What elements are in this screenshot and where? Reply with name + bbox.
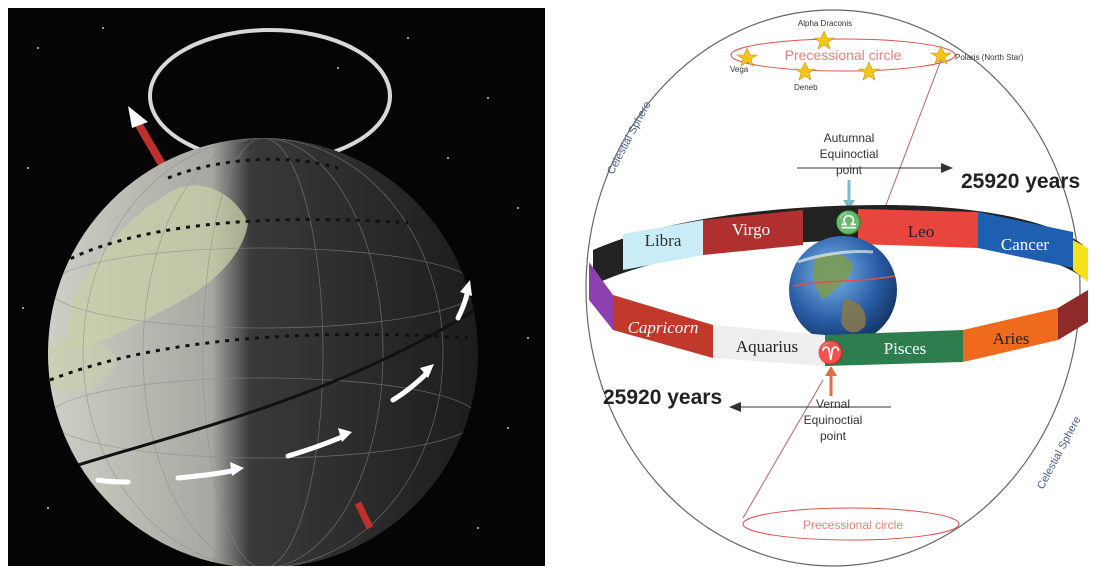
autumnal-label-line2: Equinoctial xyxy=(820,147,879,161)
autumnal-label-line1: Autumnal xyxy=(824,131,875,145)
zodiac-label-pisces: Pisces xyxy=(884,339,927,358)
celestial-sphere-outline xyxy=(585,9,1081,567)
precessional-circle-bottom xyxy=(742,507,960,541)
zodiac-ring-back: Libra Virgo Leo Cancer ♎ xyxy=(593,205,1088,285)
star-vega-icon xyxy=(736,47,758,67)
star-extra-icon xyxy=(858,61,880,81)
rotation-arrows xyxy=(95,287,471,485)
zodiac-ring-front: Capricorn Aquarius Pisces Aries ♈ xyxy=(589,262,1088,366)
vernal-label-line2: Equinoctial xyxy=(804,413,863,427)
earth-precession-illustration xyxy=(8,8,545,566)
years-arrow-left-icon xyxy=(729,402,741,412)
axis-line-lower xyxy=(742,379,824,519)
vernal-label-line3: point xyxy=(820,429,847,443)
precessional-circle-top-label: Precessional circle xyxy=(785,47,902,63)
zodiac-label-cancer: Cancer xyxy=(1001,235,1049,254)
celestial-sphere-diagram: Celestial Sphere Celestial Sphere Preces… xyxy=(553,0,1095,569)
zodiac-segment-capricorn xyxy=(613,295,713,358)
zodiac-label-capricorn: Capricorn xyxy=(628,318,699,337)
celestial-sphere-label-left: Celestial Sphere xyxy=(605,100,653,177)
precessional-circle-top xyxy=(730,38,956,72)
zodiac-label-virgo: Virgo xyxy=(732,220,770,239)
star-label-vega: Vega xyxy=(730,65,749,74)
earth-axis-bottom xyxy=(354,501,374,530)
zodiac-segment-aries xyxy=(963,308,1058,362)
earth-globe xyxy=(48,138,478,566)
star-label-polaris: Polaris (North Star) xyxy=(955,53,1024,62)
years-label-right: 25920 years xyxy=(961,170,1080,193)
zodiac-label-aries: Aries xyxy=(993,329,1030,348)
axis-arrow-icon xyxy=(128,106,148,128)
star-alpha-draconis-icon xyxy=(813,30,835,50)
years-label-left: 25920 years xyxy=(603,386,722,409)
aries-symbol-icon: ♈ xyxy=(817,340,844,365)
zodiac-label-libra: Libra xyxy=(645,231,682,250)
star-deneb-icon xyxy=(794,61,816,81)
zodiac-segment-cancer xyxy=(978,212,1073,268)
years-arrow-right-icon xyxy=(941,163,953,173)
axis-line-upper xyxy=(877,59,942,227)
star-label-alpha-draconis: Alpha Draconis xyxy=(798,19,852,28)
star-label-deneb: Deneb xyxy=(794,83,818,92)
zodiac-segment-libra xyxy=(623,220,703,270)
zodiac-segment-aquarius xyxy=(713,325,825,366)
celestial-sphere-label-right: Celestial Sphere xyxy=(1035,415,1083,492)
background-stars xyxy=(22,27,529,529)
zodiac-label-aquarius: Aquarius xyxy=(736,337,798,356)
autumnal-label-line3: point xyxy=(836,163,863,177)
zodiac-segment-pisces xyxy=(825,330,963,366)
earth-precession-svg xyxy=(22,27,529,566)
vernal-label-line1: Vernal xyxy=(816,397,850,411)
libra-symbol-icon: ♎ xyxy=(835,210,862,235)
celestial-sphere-svg: Celestial Sphere Celestial Sphere Preces… xyxy=(585,9,1088,567)
precessional-circle-bottom-label: Precessional circle xyxy=(803,518,903,532)
zodiac-label-leo: Leo xyxy=(908,222,934,241)
zodiac-segment-virgo xyxy=(703,210,803,255)
zodiac-segment-leo xyxy=(858,209,978,248)
earth-globe-small xyxy=(789,236,897,344)
